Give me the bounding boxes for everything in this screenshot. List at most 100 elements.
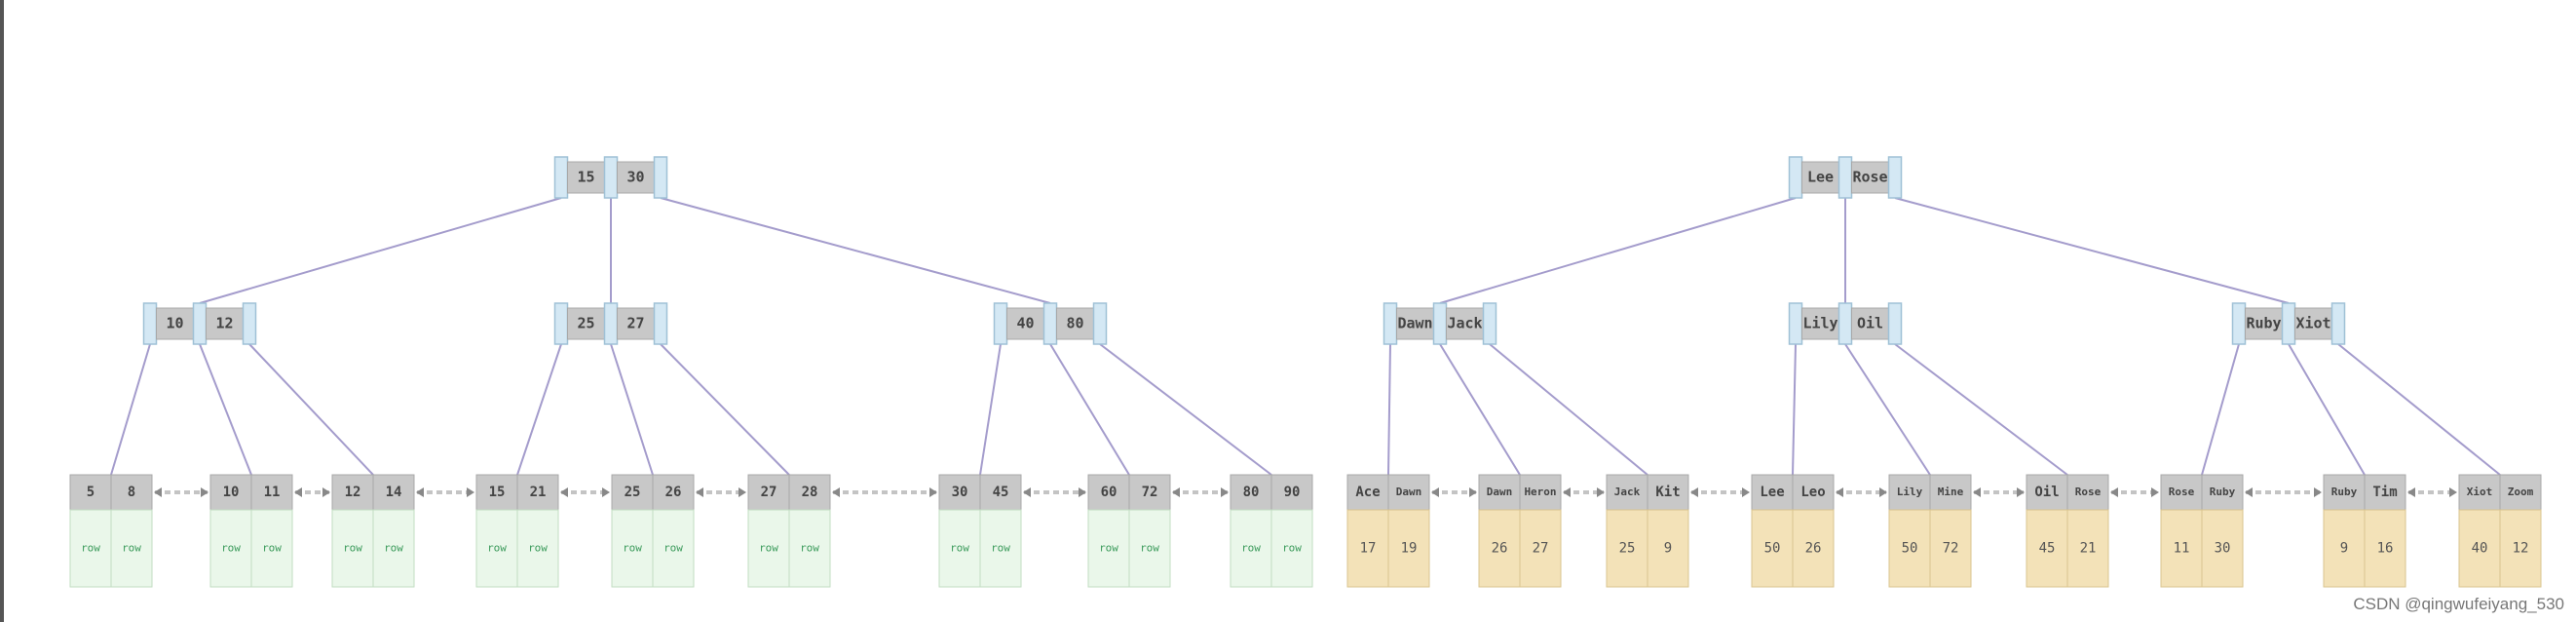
leaf-value-cell [1606, 509, 1648, 588]
leaf-row-cell [110, 509, 153, 588]
leaf-value-label: 11 [2174, 541, 2190, 557]
leaf-link-arrow-left [154, 487, 162, 497]
leaf-value-label: 72 [1943, 541, 1959, 557]
tree-edge [1489, 343, 1648, 476]
pointer-cell [2231, 302, 2247, 345]
leaf-key-cell [2323, 474, 2366, 511]
leaf-link-arrow-left [1690, 487, 1698, 497]
tree-edge [1844, 343, 1931, 476]
leaf-key-cell [1929, 474, 1972, 511]
leaf-value-label: 50 [1902, 541, 1918, 557]
key-label: 30 [626, 169, 644, 186]
leaf-row-label: row [343, 542, 362, 555]
leaf-row-label: row [623, 542, 642, 555]
leaf-key-label: 21 [530, 485, 547, 500]
tree-edge [516, 343, 562, 476]
leaf-row-label: row [1282, 542, 1302, 555]
leaf-link-arrow-right [201, 487, 208, 497]
key-cell [567, 307, 605, 340]
leaf-row-label: row [1241, 542, 1261, 555]
leaf-row-cell [209, 509, 252, 588]
leaf-link-arrow-left [2407, 487, 2415, 497]
leaf-link-arrow-left [2110, 487, 2118, 497]
key-label: 40 [1016, 315, 1034, 332]
leaf-key-label: 80 [1243, 485, 1260, 500]
window-left-edge [0, 0, 4, 622]
leaf-link-arrow-left [1431, 487, 1439, 497]
key-cell [1851, 307, 1889, 340]
csdn-watermark: CSDN @qingwufeiyang_530 [2353, 595, 2564, 613]
leaf-value-label: 17 [1360, 541, 1377, 557]
leaf-value-cell [1888, 509, 1931, 588]
leaf-value-cell [1647, 509, 1689, 588]
tree-edge [199, 197, 562, 304]
leaf-key-label: Heron [1524, 486, 1556, 498]
pointer-cell [1432, 302, 1448, 345]
leaf-key-label: 90 [1284, 485, 1301, 500]
key-label: 15 [577, 169, 594, 186]
key-cell [617, 161, 655, 194]
leaf-row-label: row [1140, 542, 1159, 555]
tree-edge [1439, 197, 1797, 304]
leaf-node: 80 row 90 row [1230, 474, 1313, 588]
leaf-key-label: Lily [1897, 486, 1923, 498]
tree-edge [2201, 343, 2240, 476]
key-cell [1801, 161, 1839, 194]
leaf-link-arrow-left [1023, 487, 1031, 497]
tree-edge [1099, 343, 1272, 476]
key-label: Jack [1447, 315, 1482, 332]
tree-edge [1894, 343, 2068, 476]
leaf-link-arrow-right [739, 487, 746, 497]
leaf-link-arrow-left [1172, 487, 1180, 497]
key-cell [1006, 307, 1044, 340]
key-label: Oil [1857, 315, 1883, 332]
key-cell [2245, 307, 2283, 340]
tree-edge [1894, 197, 2290, 304]
leaf-key-label: Jack [1614, 486, 1641, 498]
leaf-value-cell [1792, 509, 1835, 588]
leaf-value-cell [2066, 509, 2109, 588]
leaf-row-label: row [262, 542, 282, 555]
tree-edge [1792, 343, 1797, 476]
leaf-key-cell [69, 474, 112, 511]
leaf-link-arrow-left [696, 487, 703, 497]
leaf-value-label: 26 [1805, 541, 1822, 557]
key-label: 12 [215, 315, 233, 332]
leaf-link-arrow-right [1469, 487, 1477, 497]
leaf-key-label: Ace [1355, 485, 1380, 500]
leaf-key-cell [1647, 474, 1689, 511]
leaf-link-arrow-left [1973, 487, 1981, 497]
leaf-key-label: 15 [489, 485, 506, 500]
leaf-key-label: 14 [386, 485, 402, 500]
leaf-key-cell [1270, 474, 1313, 511]
tree-edge [660, 197, 1051, 304]
leaf-value-cell [1929, 509, 1972, 588]
leaf-row-cell [788, 509, 831, 588]
tree-edge [979, 343, 1002, 476]
leaf-key-label: Zoom [2508, 486, 2534, 498]
leaf-link-arrow-right [1879, 487, 1887, 497]
leaf-key-cell [788, 474, 831, 511]
leaf-value-label: 9 [2340, 541, 2348, 557]
leaf-key-label: Ruby [2210, 486, 2236, 498]
pointer-cell [142, 302, 158, 345]
leaf-row-cell [611, 509, 654, 588]
leaf-value-cell [2201, 509, 2244, 588]
leaf-key-label: Rose [2075, 486, 2102, 498]
leaf-row-cell [1128, 509, 1171, 588]
pointer-cell [1837, 156, 1853, 199]
tree-edge [199, 343, 252, 476]
leaf-key-label: 28 [802, 485, 818, 500]
leaf-row-label: row [663, 542, 683, 555]
